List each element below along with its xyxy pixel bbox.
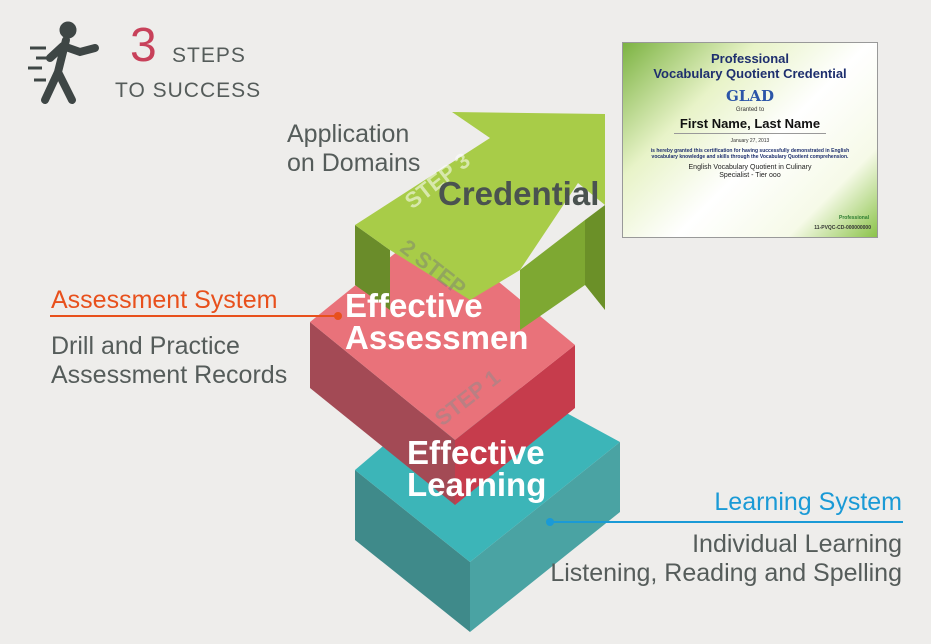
step3-arrow [355, 112, 605, 330]
title-line: Effective [407, 434, 545, 471]
cert-title: Professional [710, 51, 790, 66]
step-count: 3 [130, 19, 157, 72]
step2-title: Effective Assessmen [345, 287, 529, 356]
note-line: Application [287, 120, 410, 148]
step3-note: Application on Domains [287, 120, 420, 178]
step3-title: Credential [438, 175, 600, 212]
learning-system-label: Learning System [714, 488, 902, 516]
cert-serial: 11-PVQC-CD-000000000 [814, 225, 871, 231]
learning-details: Individual Learning Listening, Reading a… [550, 530, 902, 588]
certificate-image: Professional Vocabulary Quotient Credent… [622, 42, 878, 238]
cert-subtitle: Vocabulary Quotient Credential [653, 66, 847, 81]
detail-line: Listening, Reading and Spelling [550, 559, 902, 587]
cert-granted: Granted to [735, 107, 765, 113]
cert-body: is hereby granted this certification for… [650, 148, 850, 160]
assessment-details: Drill and Practice Assessment Records [51, 332, 287, 390]
cert-quotient: English Vocabulary Quotient in Culinary [688, 164, 812, 171]
detail-line: Individual Learning [692, 530, 902, 558]
glad-logo: GLAD [725, 87, 774, 105]
cert-mini-logo: Professional [838, 215, 869, 221]
runner-icon [28, 21, 99, 104]
cert-date: January 27, 2013 [730, 138, 770, 144]
step1-title: Effective Learning [407, 434, 547, 503]
title-line: Learning [407, 466, 547, 503]
title-line: Effective [345, 287, 483, 324]
cert-name: First Name, Last Name [673, 116, 827, 134]
assessment-system-label: Assessment System [51, 286, 278, 314]
note-line: on Domains [287, 149, 421, 177]
to-success-label: TO SUCCESS [115, 79, 262, 102]
detail-line: Assessment Records [51, 361, 288, 389]
steps-label: STEPS [172, 44, 246, 67]
title-line: Assessmen [345, 319, 529, 356]
cert-tier: Specialist - Tier ooo [719, 172, 781, 179]
detail-line: Drill and Practice [51, 332, 240, 360]
